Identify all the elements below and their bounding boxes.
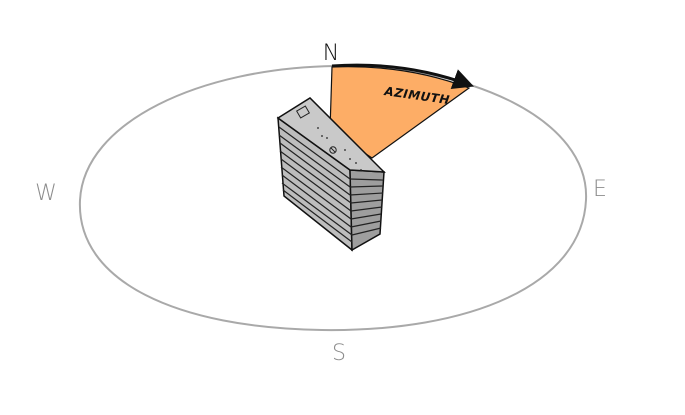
compass-west: W bbox=[35, 181, 57, 206]
compass-south: S bbox=[332, 341, 346, 366]
roof-dots bbox=[317, 127, 362, 171]
compass-east: E bbox=[593, 177, 607, 202]
building bbox=[276, 97, 386, 252]
building-roof bbox=[276, 97, 386, 173]
building-floor-lines bbox=[278, 126, 353, 243]
compass-north: N bbox=[323, 41, 339, 66]
azimuth-arrow bbox=[331, 63, 474, 90]
horizon-ellipse bbox=[78, 64, 588, 332]
azimuth-wedge bbox=[329, 66, 471, 159]
roof-details bbox=[295, 105, 337, 154]
building-side-lines bbox=[349, 178, 384, 236]
